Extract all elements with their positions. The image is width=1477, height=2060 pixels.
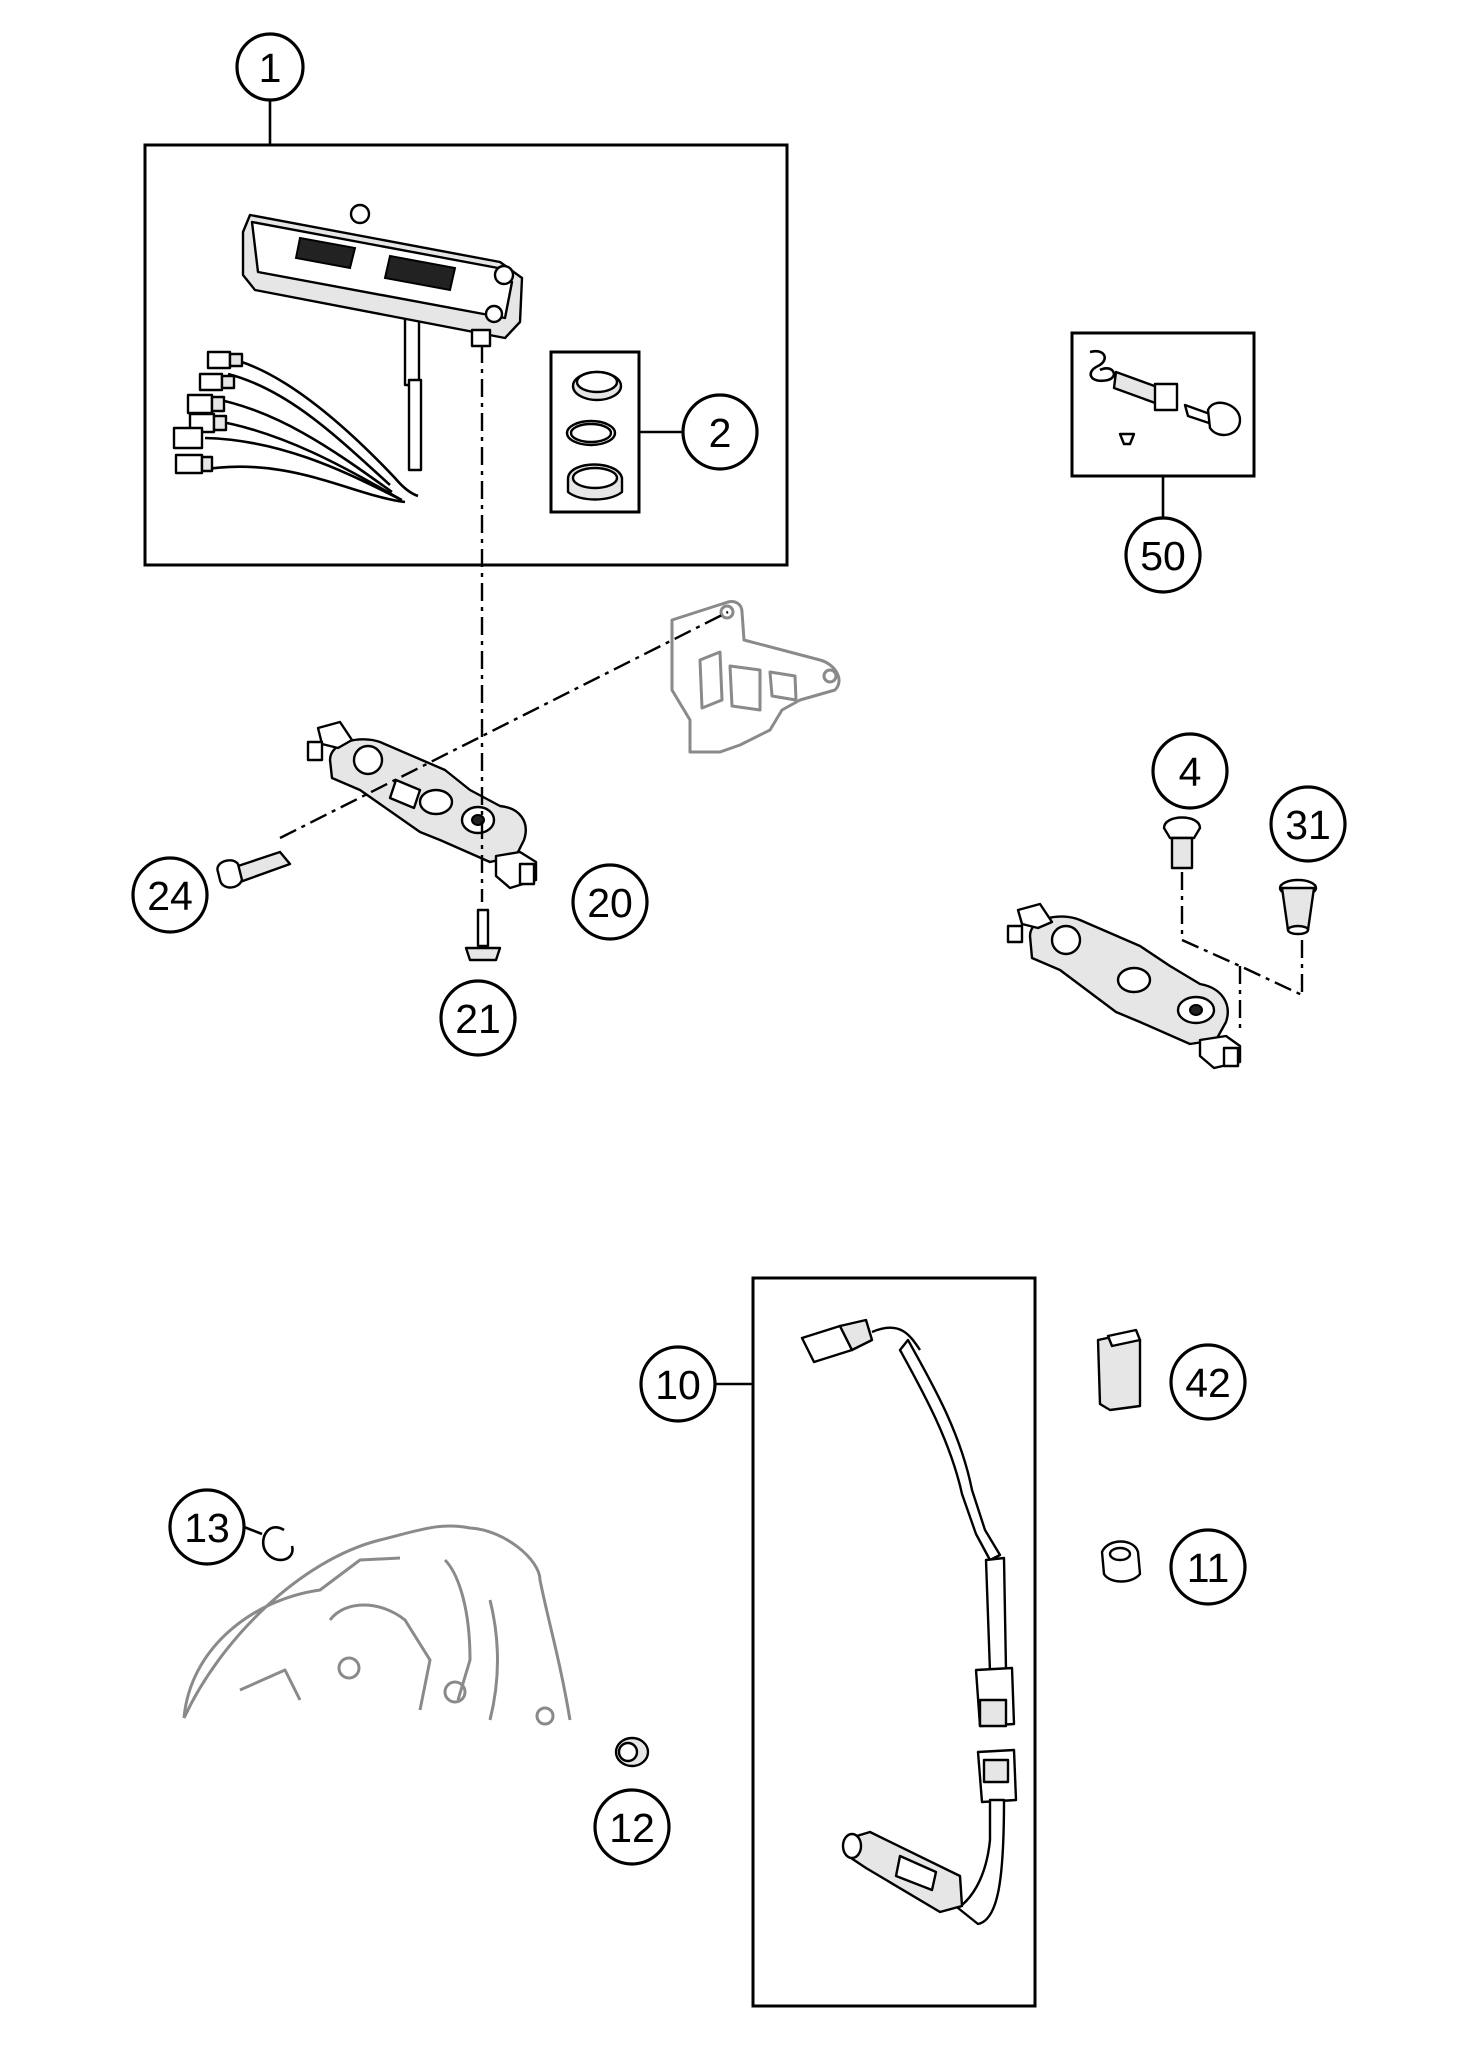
callout-13[interactable]: 13: [168, 1488, 246, 1566]
ghost-engine-cover: [182, 1524, 572, 1726]
group-1-box: [143, 94, 789, 567]
callout-24[interactable]: 24: [131, 856, 209, 934]
bushing-12: [614, 1736, 650, 1768]
callout-20-label: 20: [587, 880, 633, 926]
callout-20[interactable]: 20: [571, 863, 649, 941]
circlip-13: [261, 1526, 294, 1562]
callout-1-label: 1: [259, 45, 282, 91]
callout-4[interactable]: 4: [1151, 732, 1229, 810]
screw-21: [464, 908, 502, 962]
clip-42: [1096, 1328, 1142, 1412]
callout-4-label: 4: [1179, 749, 1202, 795]
callout-12[interactable]: 12: [593, 1788, 671, 1866]
callout-21[interactable]: 21: [439, 979, 517, 1057]
bracket-holder-alt: [1006, 902, 1242, 1070]
callout-10-label: 10: [655, 1362, 701, 1408]
cable-holder-11: [1100, 1540, 1142, 1583]
plug-center-lines: [1180, 872, 1304, 1030]
bolt-24: [216, 850, 292, 889]
group-50-box: [1070, 331, 1256, 525]
speedometer-wiring: [172, 350, 423, 504]
callout-50-label: 50: [1140, 533, 1186, 579]
bracket-holder-main: [306, 720, 538, 890]
callout-12-label: 12: [609, 1805, 655, 1851]
callout-1[interactable]: 1: [235, 32, 305, 102]
callout-11-label: 11: [1187, 1545, 1230, 1591]
leader-13: [243, 1525, 263, 1536]
callout-50[interactable]: 50: [1124, 516, 1202, 594]
callout-13-label: 13: [184, 1505, 230, 1551]
plug-4: [1162, 816, 1202, 870]
callout-11[interactable]: 11: [1169, 1528, 1247, 1606]
speedometer-unit: [241, 203, 524, 387]
callout-31-label: 31: [1285, 802, 1331, 848]
ghost-mounting-bracket: [670, 600, 841, 754]
callout-21-label: 21: [455, 996, 501, 1042]
callout-2[interactable]: 2: [681, 393, 759, 471]
callout-10[interactable]: 10: [639, 1345, 717, 1423]
assembly-center-lines: [279, 345, 729, 902]
callout-42[interactable]: 42: [1169, 1343, 1247, 1421]
callout-42-label: 42: [1185, 1360, 1231, 1406]
group-2-box: [549, 350, 683, 514]
callout-31[interactable]: 31: [1269, 785, 1347, 863]
group-10-box: [715, 1276, 1037, 2008]
rubber-31: [1278, 878, 1318, 936]
callout-2-label: 2: [709, 410, 732, 456]
callout-24-label: 24: [147, 873, 193, 919]
